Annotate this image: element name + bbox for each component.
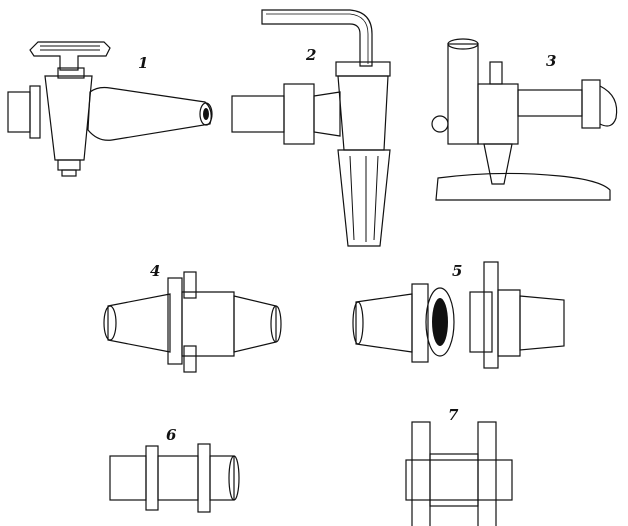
nipple-figure-6: 6 [109,426,240,513]
label-figure-5: 5 [452,262,462,280]
coupling-figure-4: 4 [103,262,282,373]
label-figure-7: 7 [448,406,459,424]
label-figure-6: 6 [166,426,177,444]
tap-figure-2: 2 [231,9,391,247]
label-figure-1: 1 [138,54,148,72]
tap-figure-1: 1 [7,41,213,177]
flange-figure-7: 7 [405,406,513,526]
tap-figure-3: 3 [431,38,618,201]
label-figure-4: 4 [150,262,160,280]
label-figure-3: 3 [546,52,556,70]
coupling-figure-5: 5 [352,261,565,369]
label-figure-2: 2 [305,46,316,64]
